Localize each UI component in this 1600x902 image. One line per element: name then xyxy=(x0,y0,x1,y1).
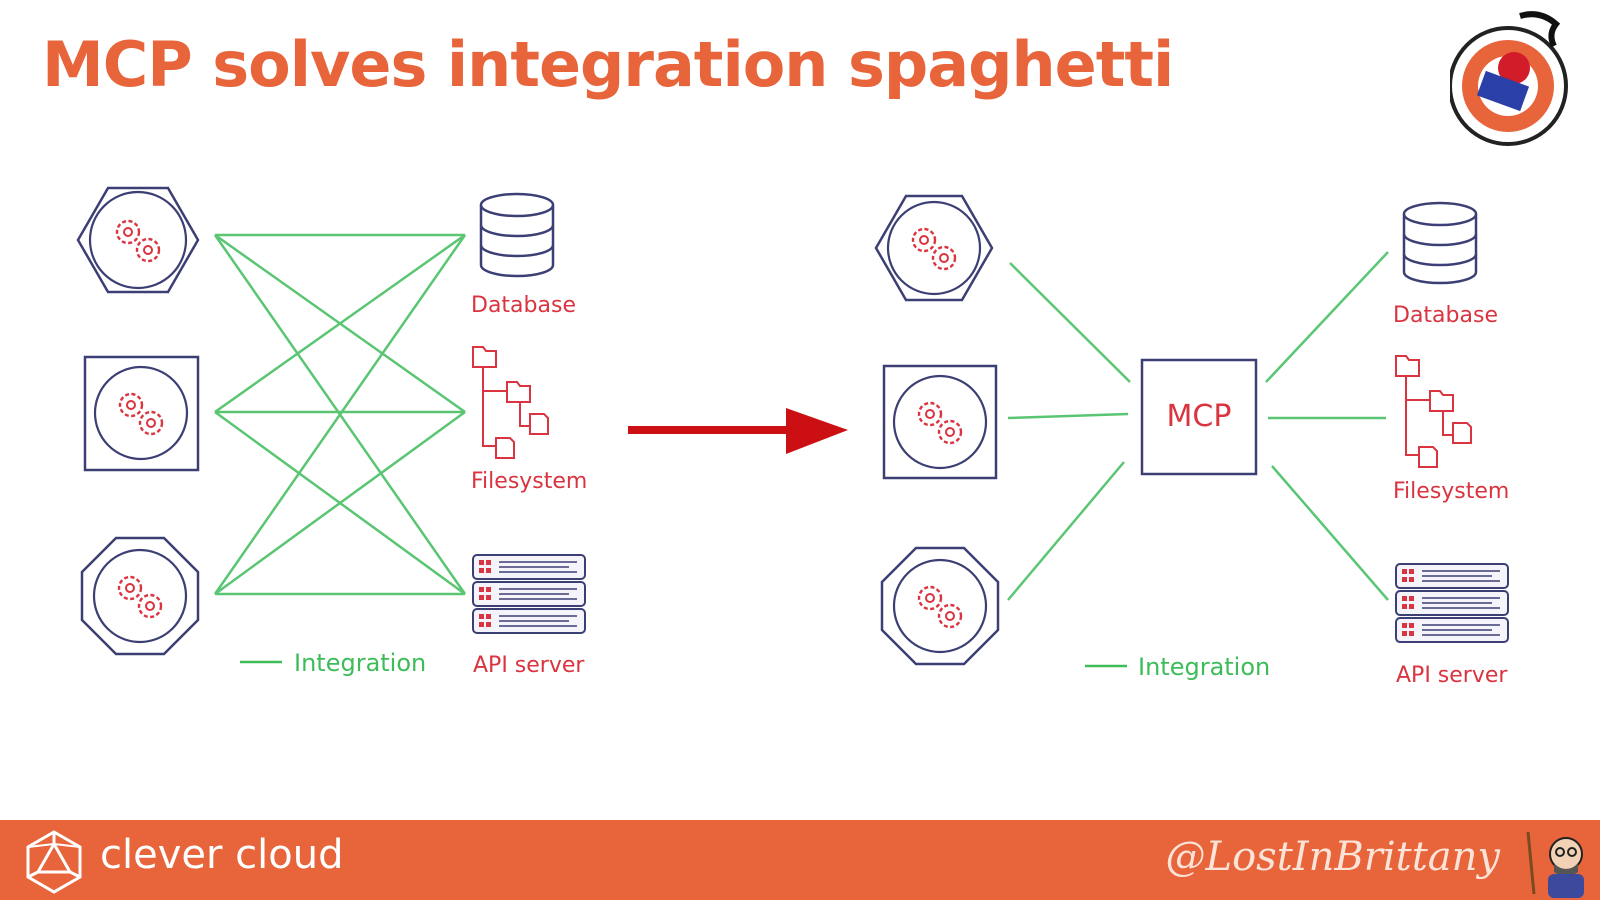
gears-icon xyxy=(115,219,161,263)
gears-icon xyxy=(117,575,163,619)
api-server-label: API server xyxy=(473,653,585,678)
gears-icon xyxy=(917,401,963,445)
left-host-octagon xyxy=(80,536,200,656)
left-host-square xyxy=(83,355,200,472)
gears-icon xyxy=(118,392,164,436)
right-host-octagon xyxy=(880,546,1000,666)
arrow-right-icon xyxy=(628,408,848,454)
left-legend: Integration xyxy=(240,649,426,677)
avatar-icon xyxy=(1520,828,1590,902)
api-server-label: API server xyxy=(1396,663,1508,688)
mcp-hub: MCP xyxy=(1140,358,1258,476)
social-handle: @LostInBrittany xyxy=(1165,834,1500,880)
legend-label: Integration xyxy=(1138,653,1270,681)
legend-label: Integration xyxy=(294,649,426,677)
slide-title: MCP solves integration spaghetti xyxy=(42,28,1174,101)
brand-name: clever cloud xyxy=(100,832,344,878)
database-icon xyxy=(479,192,555,278)
right-api-resource: API server xyxy=(1395,563,1509,688)
server-rack-icon xyxy=(1395,563,1509,643)
left-api-resource: API server xyxy=(472,554,586,678)
filesystem-label: Filesystem xyxy=(471,469,587,494)
clever-cloud-logo-icon xyxy=(22,830,86,898)
database-label: Database xyxy=(471,293,576,318)
footer-bar: clever cloud @LostInBrittany xyxy=(0,820,1600,900)
database-icon xyxy=(1402,201,1478,285)
filesystem-label: Filesystem xyxy=(1393,479,1509,504)
right-legend: Integration xyxy=(1085,653,1270,681)
gears-icon xyxy=(911,227,957,271)
integration-diagram: Database Filesystem API server Integrati… xyxy=(76,186,1509,688)
mcp-label: MCP xyxy=(1167,399,1232,434)
left-host-hexagon xyxy=(76,186,200,294)
left-database-resource: Database xyxy=(471,192,576,318)
right-host-square xyxy=(882,364,998,480)
gears-icon xyxy=(917,585,963,629)
right-host-hexagon xyxy=(874,194,994,302)
server-rack-icon xyxy=(472,554,586,634)
folder-tree-icon xyxy=(1395,355,1472,468)
right-filesystem-resource: Filesystem xyxy=(1393,355,1509,504)
right-integration-lines xyxy=(1007,251,1389,601)
right-database-resource: Database xyxy=(1393,201,1498,328)
database-label: Database xyxy=(1393,303,1498,328)
folder-tree-icon xyxy=(472,346,549,459)
event-badge-icon xyxy=(1448,6,1570,160)
left-filesystem-resource: Filesystem xyxy=(471,346,587,494)
left-integration-lines xyxy=(213,233,467,596)
